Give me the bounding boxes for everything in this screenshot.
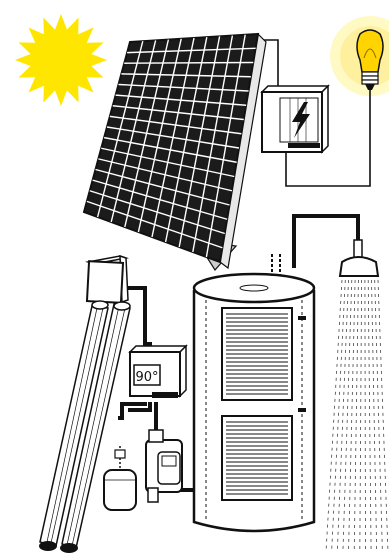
shower-head-icon [326, 240, 388, 552]
light-bulb-icon [330, 16, 389, 96]
circulation-pump-icon [146, 430, 182, 502]
inverter-box [262, 86, 328, 152]
sun-icon [15, 14, 107, 106]
thermostat-reading: 90° [135, 370, 158, 385]
expansion-tank-icon [104, 446, 136, 510]
water-heater-tank-icon [194, 254, 314, 531]
thermostat-controller-icon: 90° [130, 346, 186, 398]
solar-panel-icon [84, 34, 266, 270]
